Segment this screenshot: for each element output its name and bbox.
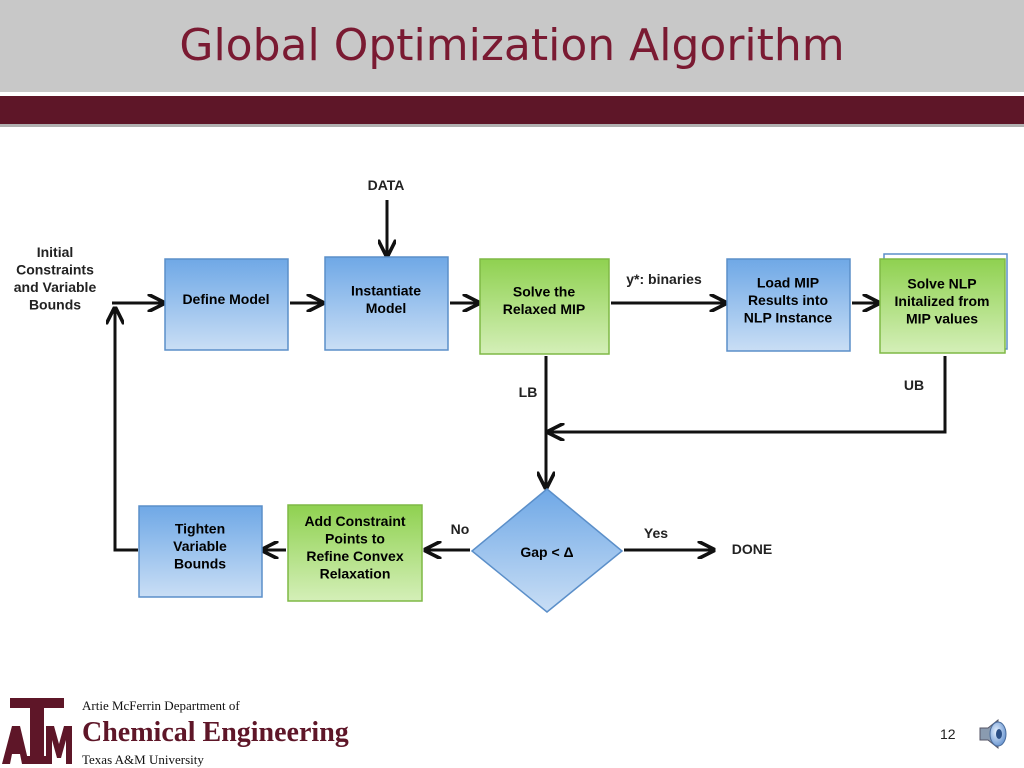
- arrow-ub-to-lb-line: [550, 356, 947, 432]
- text-line: NLP Instance: [744, 310, 833, 326]
- box-define-model: Define Model: [164, 258, 289, 351]
- text-line: Instantiate: [351, 282, 421, 298]
- svg-text:Gap < Δ: Gap < Δ: [520, 544, 573, 560]
- page-number: 12: [940, 726, 956, 742]
- slide-title: Global Optimization Algorithm: [179, 20, 845, 71]
- title-divider-bar: [0, 96, 1024, 127]
- text-line: Relaxation: [320, 565, 391, 581]
- label-no: No: [451, 521, 470, 537]
- text-line: Tighten: [175, 521, 225, 537]
- arrow-tighten-to-initial: [115, 310, 138, 552]
- text-line: and Variable: [14, 279, 97, 295]
- title-band: [0, 0, 1024, 92]
- text-line: Bounds: [174, 556, 226, 572]
- label-done: DONE: [732, 541, 772, 557]
- text-line: Refine Convex: [306, 548, 403, 564]
- decision-gap: Gap < Δ: [470, 488, 624, 613]
- text-line: Add Constraint: [304, 513, 405, 529]
- university-name: Texas A&M University: [82, 752, 204, 767]
- department-name: Chemical Engineering: [82, 717, 349, 748]
- department-line: Artie McFerrin Department of: [82, 698, 240, 713]
- speaker-icon[interactable]: [976, 716, 1012, 752]
- text-line: Solve the: [513, 283, 575, 299]
- text-line: Constraints: [16, 261, 94, 277]
- label-binaries: y*: binaries: [626, 271, 702, 287]
- text-line: Initalized from: [895, 293, 990, 309]
- text-line: Solve NLP: [907, 276, 976, 292]
- svg-text:Define Model: Define Model: [182, 291, 269, 307]
- label-ub: UB: [904, 377, 924, 393]
- text-line: Bounds: [29, 296, 81, 312]
- text-line: Load MIP: [757, 275, 819, 291]
- text-line: Points to: [325, 530, 385, 546]
- label-yes: Yes: [644, 525, 668, 541]
- label-data: DATA: [368, 177, 405, 193]
- text-line: Results into: [748, 292, 828, 308]
- atm-logo: [2, 698, 72, 764]
- text-line: Model: [366, 300, 406, 316]
- text-line: Initial: [37, 244, 74, 260]
- text-line: Variable: [173, 538, 227, 554]
- label-lb: LB: [519, 384, 538, 400]
- text-line: MIP values: [906, 311, 978, 327]
- text-line: Define Model: [182, 291, 269, 307]
- text-line: Relaxed MIP: [503, 301, 585, 317]
